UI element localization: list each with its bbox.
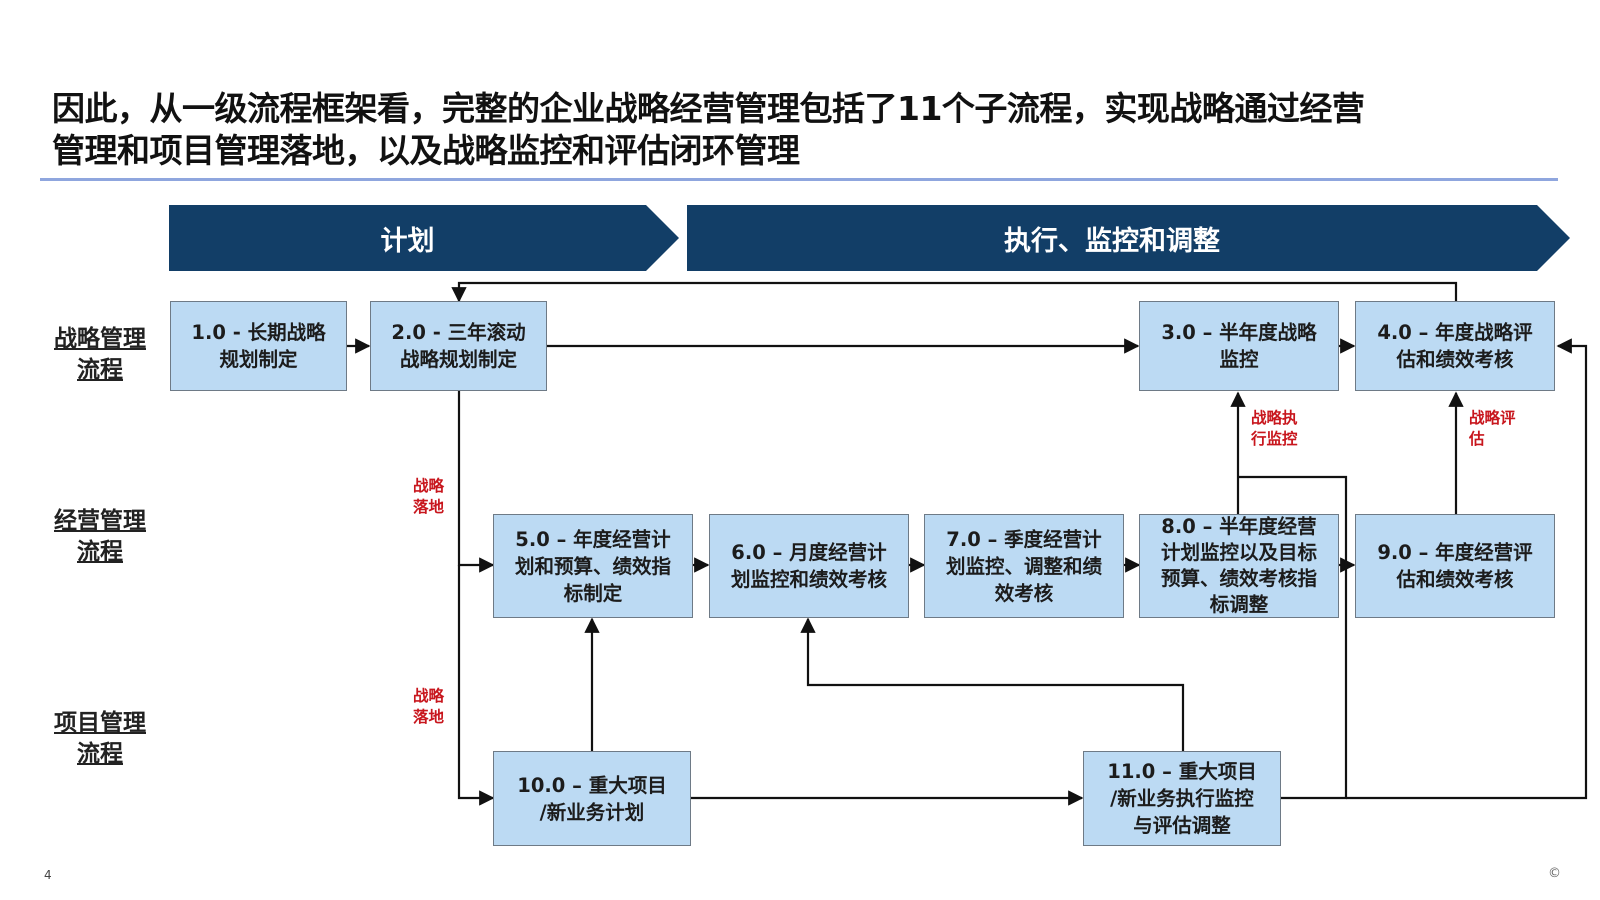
- process-box-10[interactable]: 10.0 – 重大项目/新业务计划: [493, 751, 691, 846]
- process-box-1[interactable]: 1.0 - 长期战略规划制定: [170, 301, 347, 391]
- connector-11-6: [800, 617, 1185, 751]
- process-box-9[interactable]: 9.0 – 年度经营评估和绩效考核: [1355, 514, 1555, 618]
- slide-title-line2: 管理和项目管理落地，以及战略监控和评估闭环管理: [52, 131, 800, 170]
- process-box-5[interactable]: 5.0 – 年度经营计划和预算、绩效指标制定: [493, 514, 693, 618]
- note-strategy-execution-monitoring: 战略执行监控: [1251, 409, 1298, 448]
- copyright-icon: ©: [1548, 866, 1561, 881]
- process-box-6[interactable]: 6.0 – 月度经营计划监控和绩效考核: [709, 514, 909, 618]
- connector-4-2-feedback: [451, 281, 1458, 303]
- process-box-2[interactable]: 2.0 - 三年滚动战略规划制定: [370, 301, 547, 391]
- slide-title-line1: 因此，从一级流程框架看，完整的企业战略经营管理包括了11个子流程，实现战略通过经…: [52, 89, 1365, 128]
- note-strategy-evaluation: 战略评估: [1469, 409, 1516, 448]
- title-divider: [40, 178, 1558, 181]
- process-box-8[interactable]: 8.0 – 半年度经营计划监控以及目标预算、绩效考核指标调整: [1139, 514, 1339, 618]
- phase-label-plan: 计划: [380, 225, 435, 257]
- connector-2-10: [457, 565, 495, 806]
- lane-label-operations: 经营管理流程: [54, 508, 146, 565]
- note-strategy-landing-operations: 战略落地: [413, 477, 445, 516]
- phase-banner-plan: [169, 205, 679, 271]
- note-strategy-landing-projects: 战略落地: [413, 687, 445, 726]
- connector-11-3: [1238, 475, 1348, 800]
- process-box-11[interactable]: 11.0 – 重大项目/新业务执行监控与评估调整: [1083, 751, 1281, 846]
- phase-banner-execute: [687, 205, 1570, 271]
- phase-label-execute: 执行、监控和调整: [1004, 225, 1220, 257]
- connector-11-4: [1346, 338, 1588, 800]
- slide-title: 因此，从一级流程框架看，完整的企业战略经营管理包括了11个子流程，实现战略通过经…: [52, 88, 1532, 172]
- process-box-7[interactable]: 7.0 – 季度经营计划监控、调整和绩效考核: [924, 514, 1124, 618]
- page-number: 4: [44, 868, 52, 882]
- process-box-3[interactable]: 3.0 – 半年度战略监控: [1139, 301, 1339, 391]
- connector-2-5: [457, 391, 495, 573]
- process-box-4[interactable]: 4.0 – 年度战略评估和绩效考核: [1355, 301, 1555, 391]
- lane-label-strategy: 战略管理流程: [54, 326, 146, 383]
- lane-label-projects: 项目管理流程: [54, 710, 146, 767]
